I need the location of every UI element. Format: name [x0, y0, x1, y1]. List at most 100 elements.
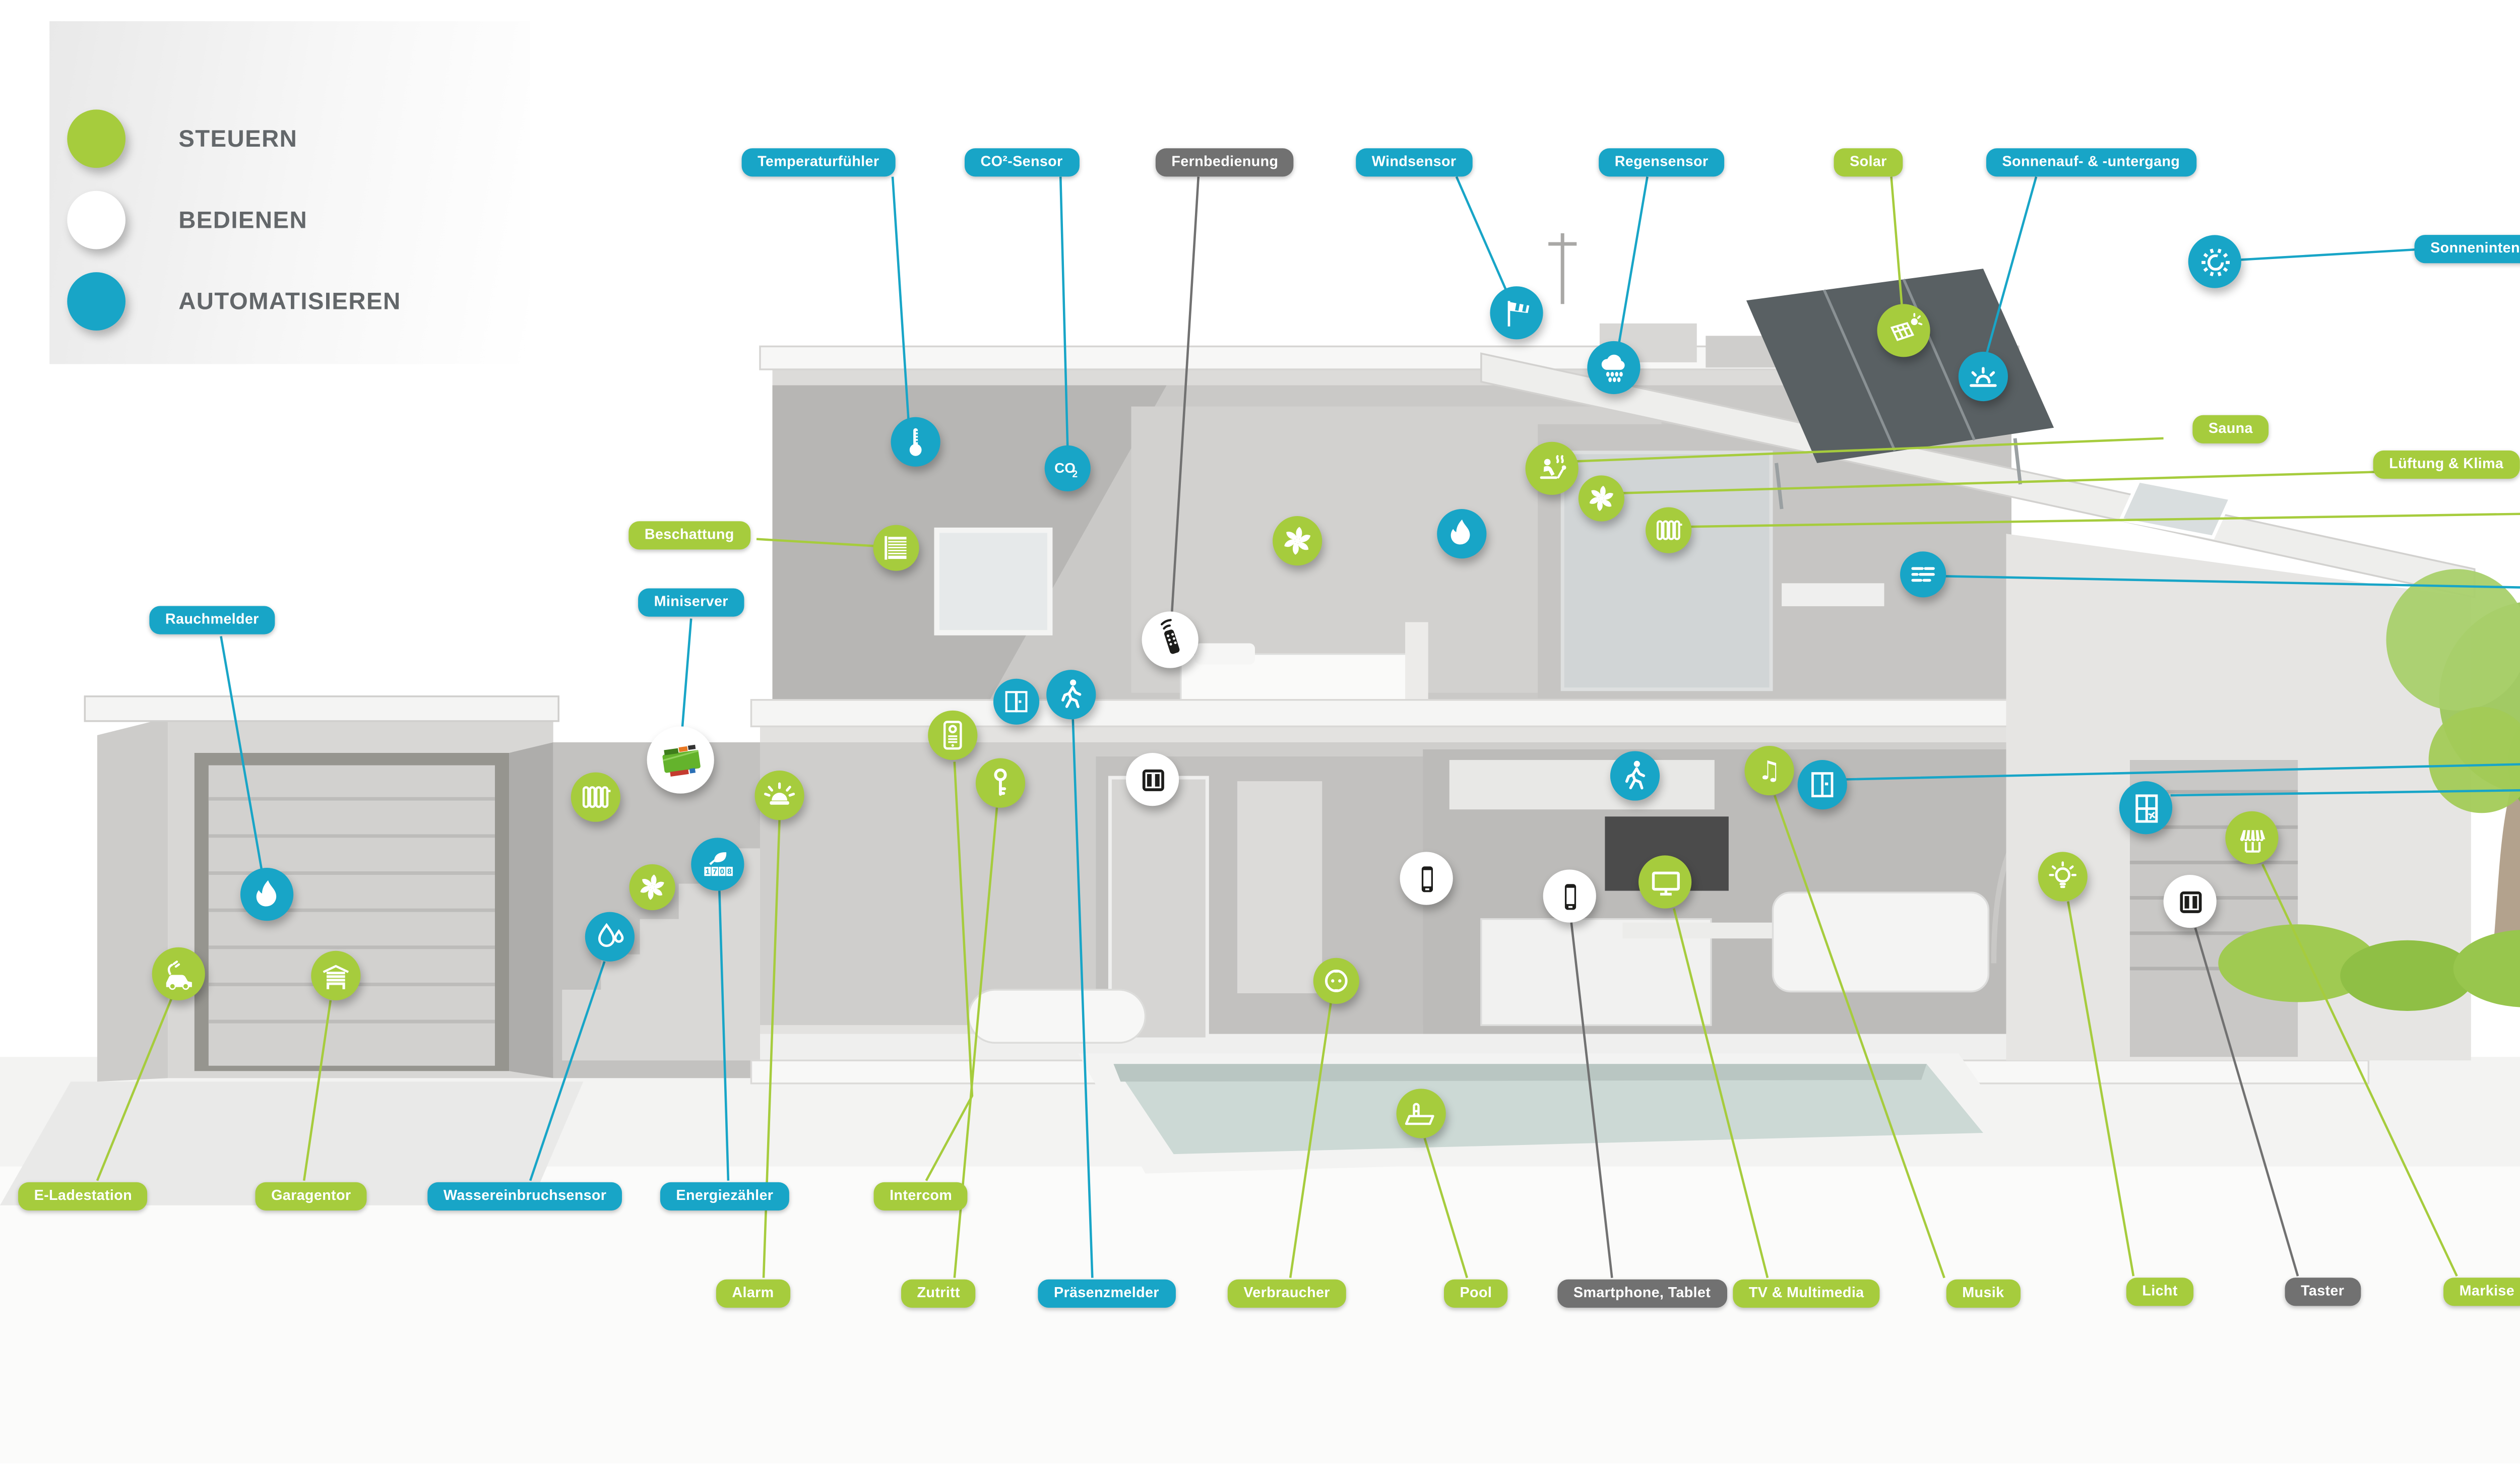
label-sonnenintensitaet[interactable]: Sonnenintensität	[2414, 235, 2520, 264]
label-windsensor[interactable]: Windsensor	[1356, 148, 1472, 177]
raincloud-icon[interactable]	[1587, 341, 1641, 395]
label-praesenzmelder[interactable]: Präsenzmelder	[1038, 1279, 1175, 1308]
label-rauchmelder[interactable]: Rauchmelder	[149, 606, 275, 635]
awning-icon[interactable]	[2225, 811, 2279, 864]
connector-beschattung	[756, 538, 877, 547]
fan-roof-icon[interactable]	[1578, 475, 1624, 522]
legend-dot-bedienen	[67, 190, 125, 249]
bulb-icon[interactable]	[2038, 852, 2088, 902]
waterdrops-icon[interactable]	[585, 912, 635, 962]
label-beschattung[interactable]: Beschattung	[628, 521, 750, 550]
svg-text:0: 0	[719, 867, 724, 875]
label-miniserver[interactable]: Miniserver	[638, 588, 744, 617]
fan-bedroom-icon-glyph	[1284, 527, 1311, 555]
ecar-icon-glyph	[165, 960, 192, 989]
socket-icon[interactable]	[1313, 958, 1359, 1004]
garagedoor-icon[interactable]	[311, 950, 361, 1000]
label-zutritt[interactable]: Zutritt	[901, 1279, 976, 1308]
label-regensensor[interactable]: Regensensor	[1599, 148, 1725, 177]
legend-label-bedienen: BEDIENEN	[178, 207, 308, 233]
tv-icon[interactable]	[1639, 855, 1692, 909]
label-fernbedienung[interactable]: Fernbedienung	[1155, 148, 1294, 177]
connector-windsensor	[1455, 176, 1507, 291]
fan-cellar-icon[interactable]	[629, 864, 675, 911]
label-co2sensor[interactable]: CO²-Sensor	[964, 148, 1079, 177]
windsock-icon-glyph	[1506, 300, 1529, 326]
radiator-cellar-icon[interactable]	[571, 772, 620, 822]
label-musik[interactable]: Musik	[1946, 1279, 2021, 1308]
solarpanel-icon[interactable]	[1877, 304, 1930, 357]
label-pool[interactable]: Pool	[1443, 1279, 1508, 1308]
svg-text:♫: ♫	[1757, 756, 1781, 786]
label-eladestation[interactable]: E-Ladestation	[18, 1182, 148, 1211]
connector-co2sensor	[1059, 176, 1069, 448]
windsock-icon[interactable]	[1490, 286, 1543, 340]
label-wassereinbruch[interactable]: Wassereinbruchsensor	[427, 1182, 622, 1211]
miniserver-icon[interactable]	[647, 726, 714, 794]
sunhorizon-icon[interactable]	[1958, 351, 2008, 402]
label-solar[interactable]: Solar	[1834, 148, 1903, 177]
phone-living-icon[interactable]	[1543, 869, 1596, 923]
sunintensity-icon[interactable]	[2188, 235, 2241, 288]
glassbreak-icon[interactable]	[2119, 781, 2173, 835]
radiator-bath-icon[interactable]	[1646, 507, 1692, 553]
taster-terrace-icon[interactable]	[2163, 874, 2217, 928]
label-tvmultimedia[interactable]: TV & Multimedia	[1733, 1279, 1880, 1308]
legend-item-bedienen: BEDIENEN	[67, 190, 308, 249]
poolladder-icon[interactable]	[1396, 1089, 1446, 1138]
label-verbraucher[interactable]: Verbraucher	[1227, 1279, 1346, 1308]
alarmbeacon-icon[interactable]	[754, 771, 804, 820]
key-icon[interactable]	[975, 758, 1026, 808]
fan-roof-icon-glyph	[1589, 485, 1613, 512]
co2-icon-glyph: CO2	[1054, 460, 1078, 480]
flame-garage-icon-glyph	[255, 879, 276, 906]
taster-hall-icon[interactable]	[1125, 752, 1179, 806]
svg-text:1: 1	[705, 867, 709, 875]
label-alarm[interactable]: Alarm	[716, 1279, 790, 1308]
label-smartphone[interactable]: Smartphone, Tablet	[1557, 1279, 1727, 1308]
label-garagentor[interactable]: Garagentor	[255, 1182, 367, 1211]
blind-icon[interactable]	[873, 525, 919, 571]
phone-kitchen-icon[interactable]	[1400, 852, 1453, 905]
connector-markise	[2261, 863, 2458, 1277]
label-sauna[interactable]: Sauna	[2192, 415, 2269, 444]
connector-sauna	[1577, 437, 2164, 463]
flame-bedroom-icon[interactable]	[1437, 509, 1487, 559]
legend-item-steuern: STEUERN	[67, 109, 297, 168]
thermometer-icon[interactable]	[891, 417, 940, 467]
music-icon[interactable]: ♫	[1744, 745, 1794, 796]
connector-musik	[1773, 795, 1945, 1279]
ecar-icon[interactable]	[152, 947, 205, 1000]
label-sonnenauf[interactable]: Sonnenauf- & -untergang	[1986, 148, 2196, 177]
label-markise[interactable]: Markise	[2443, 1278, 2520, 1307]
remote-icon[interactable]	[1142, 611, 1199, 668]
legend-item-automatisieren: AUTOMATISIEREN	[67, 272, 401, 331]
windowcontact-icon[interactable]	[1797, 760, 1847, 810]
fan-bedroom-icon[interactable]	[1273, 516, 1322, 566]
humidity-icon[interactable]	[1900, 551, 1946, 598]
label-temperaturfuehler[interactable]: Temperaturfühler	[741, 148, 895, 177]
doorcontact-icon[interactable]	[993, 678, 1040, 725]
label-taster[interactable]: Taster	[2285, 1278, 2360, 1307]
label-intercom[interactable]: Intercom	[873, 1182, 968, 1211]
label-lueftung[interactable]: Lüftung & Klima	[2373, 450, 2519, 479]
doorcontact-icon-glyph	[1005, 691, 1028, 713]
poolladder-icon-glyph	[1405, 1103, 1434, 1125]
walking-living-icon[interactable]	[1610, 751, 1660, 801]
flame-garage-icon[interactable]	[240, 867, 294, 921]
label-licht[interactable]: Licht	[2126, 1278, 2194, 1307]
alarmbeacon-icon-glyph	[764, 782, 795, 805]
thermometer-icon-glyph	[909, 428, 922, 456]
connector-lueftung	[1622, 471, 2378, 494]
radiator-cellar-icon-glyph	[582, 786, 611, 808]
connector-praesenzmelder	[1072, 719, 1094, 1278]
saunaperson-icon[interactable]	[1525, 441, 1579, 495]
radiator-bath-icon-glyph	[1656, 520, 1682, 540]
remote-icon-glyph	[1160, 618, 1179, 653]
walking-hall-icon[interactable]	[1046, 670, 1096, 720]
connector-temperaturfuehler	[891, 176, 910, 421]
label-energiezaehler[interactable]: Energiezähler	[660, 1182, 789, 1211]
intercom-icon[interactable]	[928, 710, 978, 760]
